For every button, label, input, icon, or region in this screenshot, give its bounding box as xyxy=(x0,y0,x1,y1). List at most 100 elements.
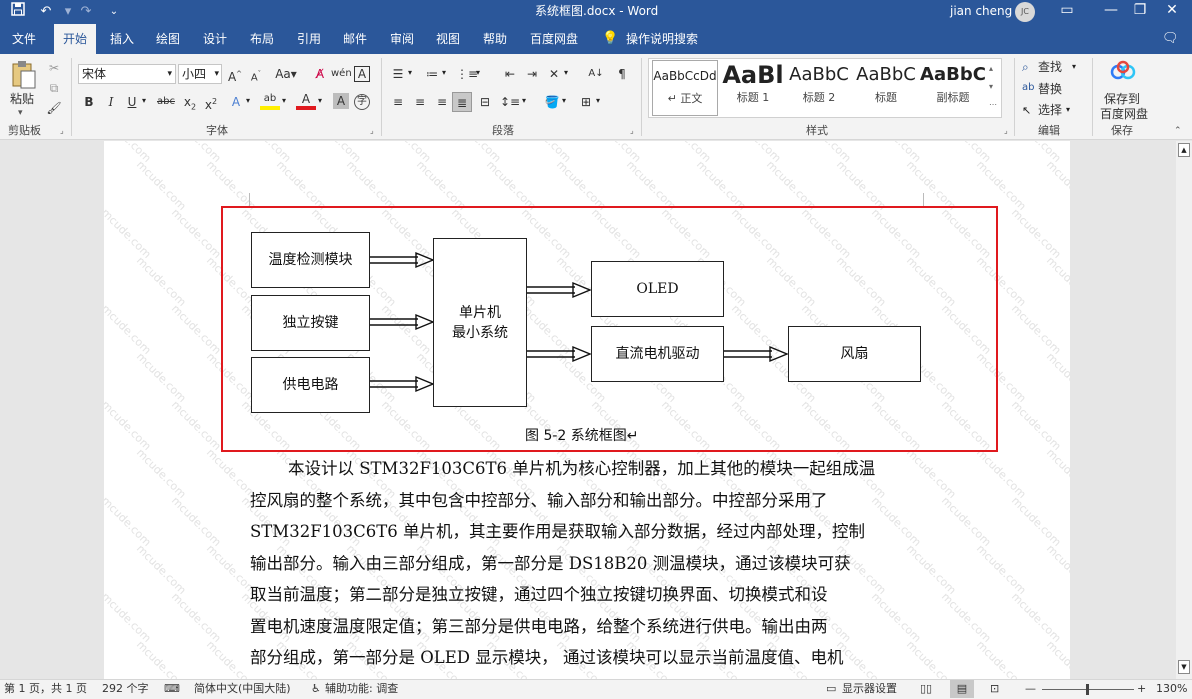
chevron-down-icon[interactable]: ▾ xyxy=(562,96,567,105)
style-heading-1[interactable]: AaBl 标题 1 xyxy=(720,60,786,116)
minimize-icon[interactable]: — xyxy=(1104,2,1118,18)
paste-dropdown-icon[interactable]: ▾ xyxy=(18,108,23,118)
tell-me-search[interactable]: 操作说明搜索 xyxy=(626,32,699,46)
save-icon[interactable] xyxy=(8,2,28,22)
proofing-icon[interactable]: ⌨ xyxy=(164,682,180,695)
page-count[interactable]: 第 1 页，共 1 页 xyxy=(4,682,87,695)
subscript-icon[interactable]: x2 xyxy=(183,95,197,112)
char-border-icon[interactable]: A xyxy=(354,66,370,82)
tab-mailings[interactable]: 邮件 xyxy=(343,32,368,46)
chinese-layout-icon[interactable]: ✕ xyxy=(548,67,560,81)
change-case-icon[interactable]: Aa▾ xyxy=(275,67,297,81)
save-to-baidu-line1[interactable]: 保存到 xyxy=(1104,92,1141,106)
decrease-indent-icon[interactable]: ⇤ xyxy=(504,67,516,81)
phonetic-guide-icon[interactable]: wén xyxy=(331,68,352,79)
grow-font-icon[interactable]: A^ xyxy=(227,70,243,84)
style-heading-2[interactable]: AaBbC 标题 2 xyxy=(786,60,852,116)
paste-button[interactable]: 粘贴 xyxy=(10,92,35,106)
justify-icon[interactable]: ≣ xyxy=(452,92,472,112)
select-button[interactable]: 选择 xyxy=(1038,103,1063,117)
zoom-slider-thumb[interactable] xyxy=(1086,684,1089,695)
close-icon[interactable]: ✕ xyxy=(1166,2,1178,18)
collapse-ribbon-icon[interactable]: ⌃ xyxy=(1174,126,1182,136)
language[interactable]: 简体中文(中国大陆) xyxy=(194,682,291,695)
style-title[interactable]: AaBbC 标题 xyxy=(853,60,919,116)
tab-review[interactable]: 审阅 xyxy=(390,32,415,46)
undo-dropdown-icon[interactable]: ▾ xyxy=(64,4,72,19)
font-size-box[interactable]: 小四▾ xyxy=(178,64,222,84)
tab-help[interactable]: 帮助 xyxy=(483,32,508,46)
chevron-down-icon[interactable]: ▾ xyxy=(1066,105,1071,114)
customize-qat-icon[interactable]: ⌄ xyxy=(109,6,119,17)
style-normal[interactable]: AaBbCcDd ↵ 正文 xyxy=(652,60,718,116)
tab-insert[interactable]: 插入 xyxy=(110,32,135,46)
increase-indent-icon[interactable]: ⇥ xyxy=(526,67,538,81)
sort-icon[interactable]: A↓ xyxy=(588,68,604,79)
tab-draw[interactable]: 绘图 xyxy=(156,32,181,46)
dialog-launcher-icon[interactable]: ⌟ xyxy=(60,126,64,135)
strikethrough-icon[interactable]: abc xyxy=(157,96,175,107)
bullets-icon[interactable]: ☰ xyxy=(392,67,404,81)
word-count[interactable]: 292 个字 xyxy=(102,682,149,695)
baidu-cloud-icon[interactable] xyxy=(1110,60,1136,82)
chevron-down-icon[interactable]: ▾ xyxy=(442,68,447,77)
web-layout-icon[interactable]: ⊡ xyxy=(990,682,1000,695)
align-left-icon[interactable]: ≡ xyxy=(392,95,404,109)
zoom-out-icon[interactable]: — xyxy=(1025,682,1036,695)
paste-icon[interactable] xyxy=(10,60,36,90)
chevron-down-icon[interactable]: ▾ xyxy=(318,96,323,105)
highlight-icon[interactable]: ab xyxy=(260,92,280,110)
bold-icon[interactable]: B xyxy=(84,95,94,109)
find-button[interactable]: 查找 xyxy=(1038,60,1063,74)
font-name-box[interactable]: 宋体▾ xyxy=(78,64,176,84)
dialog-launcher-icon[interactable]: ⌟ xyxy=(630,126,634,135)
dialog-launcher-icon[interactable]: ⌟ xyxy=(1004,126,1008,135)
comments-icon[interactable]: 🗨 xyxy=(1162,31,1179,46)
avatar[interactable]: JC xyxy=(1015,2,1035,22)
dialog-launcher-icon[interactable]: ⌟ xyxy=(370,126,374,135)
align-center-icon[interactable]: ≡ xyxy=(414,95,426,109)
chevron-down-icon[interactable]: ▾ xyxy=(142,96,147,105)
scroll-up-icon[interactable]: ▲ xyxy=(1178,143,1190,157)
replace-button[interactable]: 替换 xyxy=(1038,82,1063,96)
chevron-down-icon[interactable]: ▾ xyxy=(522,96,527,105)
multilevel-list-icon[interactable]: ⋮≡ xyxy=(456,67,479,81)
vertical-scrollbar[interactable]: ▲ ▼ xyxy=(1176,141,1192,679)
ribbon-display-icon[interactable]: ▭ xyxy=(1060,2,1074,18)
distribute-icon[interactable]: ⊟ xyxy=(479,95,491,109)
chevron-down-icon[interactable]: ▾ xyxy=(476,68,481,77)
borders-icon[interactable]: ⊞ xyxy=(580,95,592,109)
save-to-baidu-line2[interactable]: 百度网盘 xyxy=(1100,107,1149,121)
enclose-char-icon[interactable]: 字 xyxy=(354,94,370,110)
line-spacing-icon[interactable]: ↕≡ xyxy=(500,95,521,109)
display-settings[interactable]: 显示器设置 xyxy=(842,682,897,695)
scroll-up-icon[interactable]: ▴ xyxy=(989,64,994,73)
user-name[interactable]: jian cheng xyxy=(950,4,1013,18)
chevron-down-icon[interactable]: ▾ xyxy=(596,96,601,105)
tab-layout[interactable]: 布局 xyxy=(250,32,275,46)
scroll-down-icon[interactable]: ▾ xyxy=(989,82,994,91)
chevron-down-icon[interactable]: ▾ xyxy=(282,96,287,105)
align-right-icon[interactable]: ≡ xyxy=(436,95,448,109)
tab-view[interactable]: 视图 xyxy=(436,32,461,46)
restore-icon[interactable]: ❐ xyxy=(1133,2,1147,18)
chevron-down-icon[interactable]: ▾ xyxy=(408,68,413,77)
numbering-icon[interactable]: ≔ xyxy=(426,67,438,81)
print-layout-icon[interactable]: ▤ xyxy=(950,680,974,698)
shrink-font-icon[interactable]: Aˇ xyxy=(250,70,262,84)
zoom-level[interactable]: 130% xyxy=(1156,682,1188,695)
format-painter-icon[interactable]: 🖌 xyxy=(46,101,62,115)
chevron-down-icon[interactable]: ▾ xyxy=(564,68,569,77)
superscript-icon[interactable]: x2 xyxy=(204,97,218,112)
chevron-down-icon[interactable]: ▾ xyxy=(1072,62,1077,71)
show-marks-icon[interactable]: ¶ xyxy=(618,67,626,81)
shading-icon[interactable]: 🪣 xyxy=(544,95,560,109)
chevron-down-icon[interactable]: ▾ xyxy=(246,96,251,105)
undo-icon[interactable]: ↶ xyxy=(40,4,52,19)
italic-icon[interactable]: I xyxy=(108,95,114,109)
char-shading-icon[interactable]: A xyxy=(333,93,349,109)
tab-baidu[interactable]: 百度网盘 xyxy=(530,32,579,46)
read-mode-icon[interactable]: ▯▯ xyxy=(920,682,933,695)
accessibility-status[interactable]: 辅助功能: 调查 xyxy=(325,682,399,695)
